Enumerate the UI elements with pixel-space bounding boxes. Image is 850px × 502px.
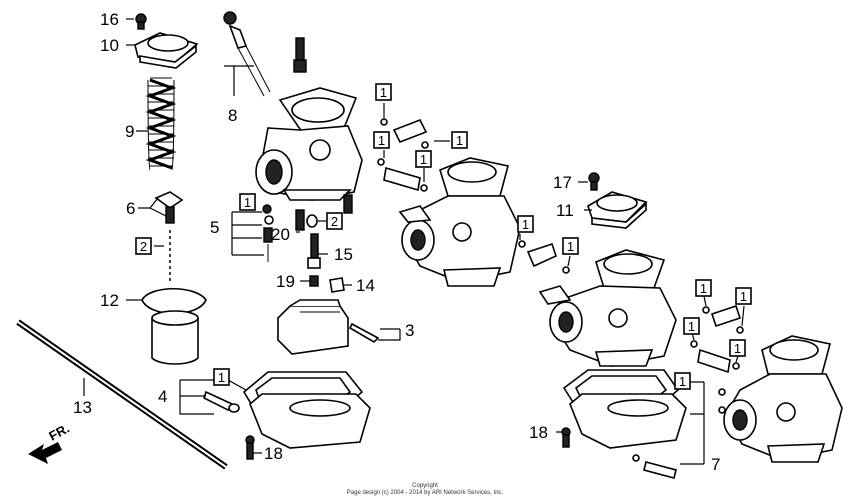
callout-1-jets: 1 [244,195,251,210]
top-cap-10 [134,32,199,69]
float-3 [277,299,349,355]
callout-1-carb4-d: 1 [734,341,741,356]
part-14 [329,277,345,293]
hose-fittings-carb4 [690,304,744,414]
carburetor-body-4 [723,335,843,463]
float-pin-3 [348,322,380,344]
callout-7: 7 [711,455,720,474]
jet-20 [295,209,305,231]
float-bowl-1 [249,393,371,449]
callout-20: 20 [271,225,290,244]
hose-fitting-right-carb2 [518,240,570,274]
callout-1-carb3: 1 [567,239,574,254]
callout-12: 12 [100,291,119,310]
callout-18-right: 18 [529,423,548,442]
callout-1-bowl-left: 1 [218,370,225,385]
screw-18-left [245,435,255,460]
copyright-line-1: Copyright [412,483,438,489]
screw-18-right [561,427,571,448]
front-direction-label: FR. [46,421,72,444]
hose-fittings-carb2 [377,118,429,192]
callout-3: 3 [405,321,414,340]
callout-14: 14 [356,276,375,295]
callout-2-mid: 2 [331,214,338,229]
front-direction-arrow-icon [28,442,62,464]
callout-2-left: 2 [140,239,147,254]
callout-1-carb4-c: 1 [688,319,695,334]
callout-5: 5 [210,218,219,237]
callout-19: 19 [276,272,295,291]
carburetor-body-1 [255,87,363,201]
screw-16 [135,13,147,30]
piston-12 [141,287,207,365]
leader-lines [83,18,745,465]
callout-1-carb4-a: 1 [700,281,707,296]
jet-parts-5 [262,204,274,262]
spring-9 [145,77,177,171]
callout-15: 15 [334,245,353,264]
callout-8: 8 [228,106,237,125]
callout-1-carb4-b: 1 [740,289,747,304]
callout-4: 4 [158,387,167,406]
callout-6: 6 [126,199,135,218]
screw-small-carb1 [343,194,353,214]
callout-1-carb2-c: 1 [378,133,385,148]
copyright-line-2: Page design (c) 2004 - 2014 by ARI Netwo… [346,490,504,496]
throttle-link-8 [223,11,271,97]
callout-9: 9 [125,122,134,141]
number-callouts: 16 10 9 6 12 13 8 5 20 15 19 14 3 4 18 1… [73,10,720,474]
needle-retainer-6 [154,191,184,224]
callout-1-carb2-d: 1 [420,152,427,167]
connecting-rod-13 [16,319,228,470]
screw-top-carb1 [293,37,307,73]
callout-13: 13 [73,398,92,417]
drain-screw-4 [203,390,240,413]
drain-screw-7 [632,454,677,479]
o-ring-2-carb1 [306,214,318,228]
float-bowl-right [569,393,687,449]
callout-16: 16 [100,10,119,29]
part-19 [309,275,319,287]
screw-15 [307,233,321,269]
callout-10: 10 [100,36,119,55]
callout-1-carb2-e: 1 [522,217,529,232]
screw-17 [588,172,600,191]
callout-11: 11 [556,201,574,220]
callout-1-carb2-b: 1 [456,133,463,148]
callout-1-bowl-right: 1 [679,374,686,389]
top-cap-11 [587,191,648,229]
copyright-notice: Copyright Page design (c) 2004 - 2014 by… [0,483,850,497]
carburetor-body-2 [398,157,521,287]
callout-18-left: 18 [264,444,283,463]
carburetor-body-3 [538,249,677,367]
callout-17: 17 [553,173,572,192]
callout-1-carb2-a: 1 [380,85,387,100]
boxed-callouts: 2 1 1 2 1 1 1 1 1 1 1 1 1 1 1 [135,83,752,390]
